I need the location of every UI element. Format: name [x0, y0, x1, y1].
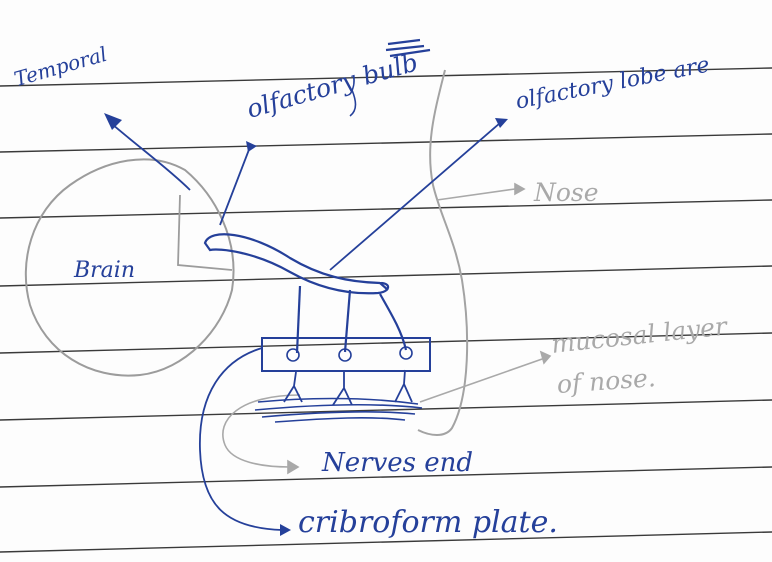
- nose-pointer-line: [437, 189, 515, 200]
- olfactory-nerve: [380, 294, 406, 350]
- label-cribriform-plate: cribroform plate.: [298, 508, 558, 538]
- label-brain: Brain: [74, 260, 135, 282]
- grey-pointers: [223, 184, 550, 473]
- label-nose: Nose: [534, 180, 599, 205]
- nerves-pointer-curve: [223, 395, 300, 467]
- bulb-arrowhead: [246, 141, 257, 152]
- lobe-pointer-line: [330, 123, 500, 270]
- nerve-ending: [333, 372, 352, 405]
- nerve-ending: [395, 370, 412, 402]
- plate-arrowhead: [280, 524, 291, 536]
- mucosa-pointer-arrowhead: [541, 352, 550, 363]
- plate-pointer-curve: [200, 348, 282, 530]
- ruled-line: [0, 200, 772, 218]
- nose-outline: [418, 70, 467, 435]
- brain-inner-line: [178, 195, 232, 270]
- nerve-ending: [284, 372, 302, 402]
- bulb-pointer-line: [220, 147, 250, 225]
- foramen: [287, 349, 299, 361]
- ruled-line: [0, 400, 772, 420]
- nerves-pointer-arrowhead: [288, 461, 298, 473]
- ruled-lines: [0, 68, 772, 552]
- label-of-nose: of nose.: [556, 365, 656, 397]
- mucosa-pointer-line: [420, 358, 545, 402]
- ruled-line: [0, 134, 772, 152]
- nose-pointer-arrowhead: [515, 184, 524, 194]
- temporal-pointer-line: [112, 124, 190, 190]
- label-nerves-end: Nerves end: [322, 450, 473, 476]
- olfactory-nerve: [297, 286, 300, 353]
- temporal-arrowhead: [104, 113, 122, 130]
- olfactory-nerve: [345, 290, 350, 352]
